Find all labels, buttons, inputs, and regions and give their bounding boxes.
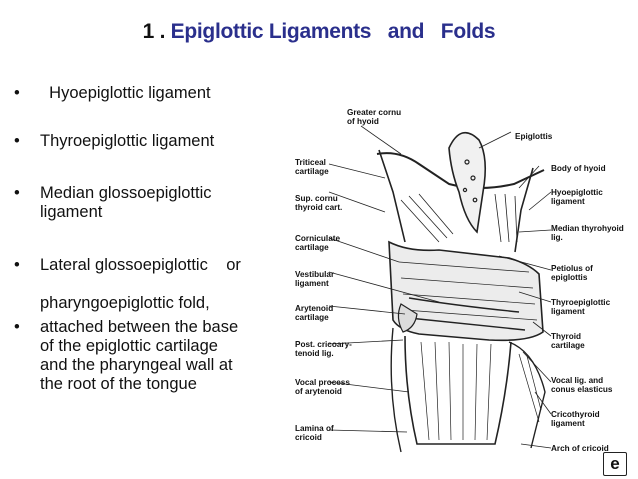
bullet-text: Hyoepiglottic ligament [40,84,211,102]
label-thyroid-cartilage: Thyroid cartilage [551,332,585,350]
label-vestibular-ligament: Vestibular ligament [295,270,335,288]
bullet-dot: • [14,84,20,102]
label-post-cricoarytenoid: Post. cricoary- tenoid lig. [295,340,352,358]
title-number: 1 . [142,20,171,43]
bullet-text: Thyroepiglottic ligament [40,132,215,150]
label-triticeal-cartilage: Triticeal cartilage [295,158,329,176]
bullet-text: Lateral glossoepiglottic or pharyngoepig… [40,256,241,312]
label-median-thyrohyoid: Median thyrohyoid lig. [551,224,624,242]
label-hyoepiglottic: Hyoepiglottic ligament [551,188,603,206]
slide-title: 1 . Epiglottic Ligaments and Folds [0,20,638,44]
larynx-drawing [328,125,552,453]
label-arch-cricoid: Arch of cricoid [551,444,609,453]
label-body-hyoid: Body of hyoid [551,164,606,173]
label-petiolus: Petiolus of epiglottis [551,264,593,282]
label-greater-cornu: Greater cornu of hyoid [347,108,402,126]
label-lamina-cricoid: Lamina of cricoid [295,424,334,442]
label-cricothyroid: Cricothyroid ligament [551,410,600,428]
publisher-logo-icon: e [603,452,627,476]
label-vocal-lig: Vocal lig. and conus elasticus [551,376,613,394]
bullet-dot: • [14,256,20,274]
label-vocal-process: Vocal process of arytenoid [295,378,350,396]
title-text: Epiglottic Ligaments and Folds [170,20,496,43]
bullet-dot: • [14,132,20,150]
label-corniculate: Corniculate cartilage [295,234,341,252]
label-thyroepiglottic: Thyroepiglottic ligament [551,298,611,316]
label-arytenoid: Arytenoid cartilage [295,304,334,322]
bullet-text: Median glossoepiglottic ligament [40,184,212,221]
label-sup-cornu: Sup. cornu thyroid cart. [295,194,343,212]
bullet-dot: • [14,318,20,336]
bullet-text: attached between the base of the epiglot… [40,318,239,393]
bullet-dot: • [14,184,20,202]
larynx-ligament-figure: Greater cornu of hyoid Triticeal cartila… [289,92,629,478]
label-epiglottis: Epiglottis [515,132,553,141]
